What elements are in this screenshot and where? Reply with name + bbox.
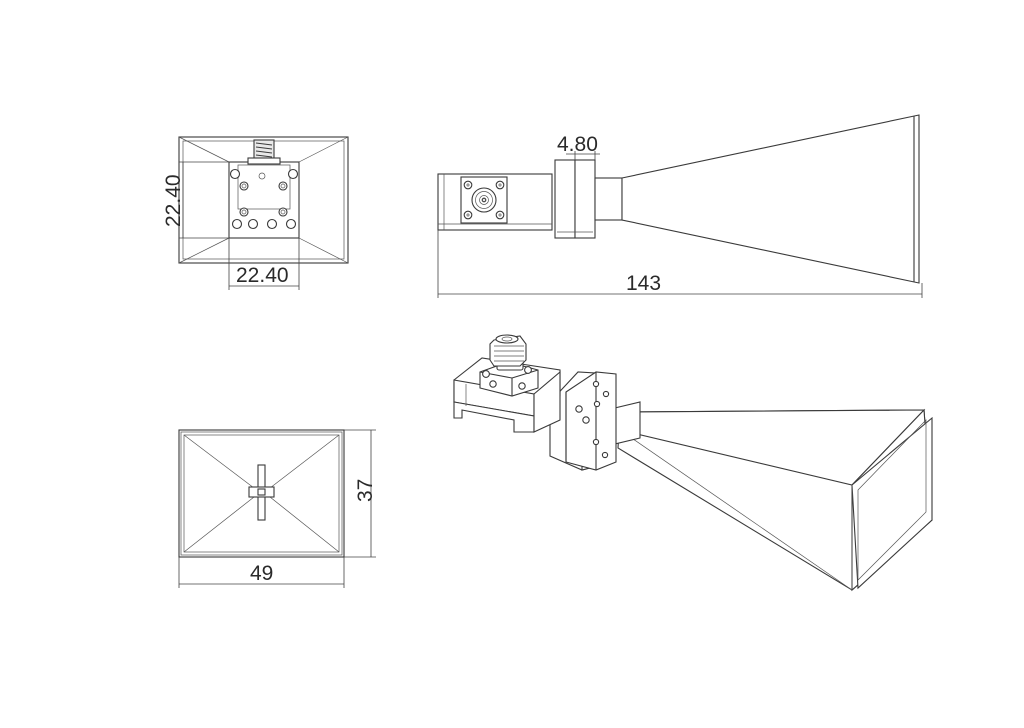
aperture-height-label: 37 (354, 479, 377, 502)
waveguide-flange (554, 159, 623, 239)
iso-flange (549, 371, 617, 471)
overall-length-dimension (437, 230, 923, 298)
aperture-height-dimension (344, 429, 376, 558)
sma-connector-top (247, 139, 281, 165)
overall-length-label: 143 (626, 272, 661, 295)
aperture-view (178, 429, 376, 588)
front-height-label: 22.40 (162, 174, 185, 227)
iso-sma-connector (479, 334, 539, 397)
isometric-view (453, 334, 933, 592)
aperture-width-label: 49 (250, 562, 273, 585)
front-height-dimension (179, 161, 229, 239)
sma-connector-side (460, 176, 508, 224)
front-width-label: 22.40 (236, 264, 289, 287)
front-view (178, 136, 349, 290)
flange-dimension-label: 4.80 (557, 133, 598, 156)
aperture-width-dimension (178, 557, 345, 588)
side-view (437, 114, 923, 298)
flange-dimension (566, 151, 600, 160)
front-width-dimension (228, 238, 300, 290)
